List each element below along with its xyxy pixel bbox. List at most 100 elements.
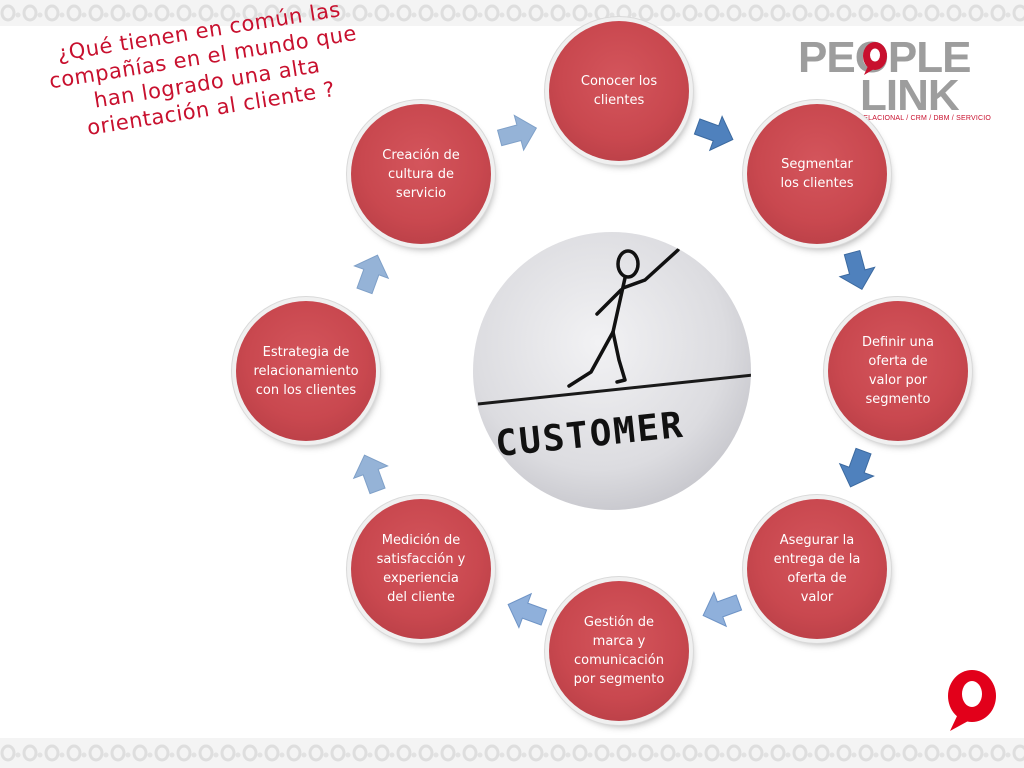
cycle-node-conocer: Conocer los clientes	[549, 21, 689, 161]
pattern-o-shape	[880, 744, 896, 762]
pattern-o-shape	[330, 4, 346, 22]
cycle-node-segmentar: Segmentar los clientes	[747, 104, 887, 244]
pattern-dot	[235, 12, 241, 18]
pattern-dot	[213, 12, 219, 18]
pattern-dot	[125, 12, 131, 18]
bottom-pattern-band	[0, 738, 1024, 768]
pattern-dot	[653, 752, 659, 758]
pattern-o-shape	[264, 744, 280, 762]
pattern-o-shape	[484, 744, 500, 762]
pattern-o-shape	[1012, 744, 1024, 762]
pattern-dot	[37, 752, 43, 758]
flow-arrow-gestion-to-medicion	[503, 588, 549, 634]
pattern-dot	[961, 12, 967, 18]
pattern-dot	[59, 12, 65, 18]
logo-red-o-icon	[863, 42, 887, 75]
pattern-strip	[0, 744, 1024, 762]
pattern-dot	[609, 12, 615, 18]
pattern-dot	[147, 752, 153, 758]
pattern-dot	[829, 752, 835, 758]
pattern-o-shape	[220, 4, 236, 22]
pattern-o-shape	[352, 744, 368, 762]
pattern-o-shape	[550, 4, 566, 22]
pattern-o-shape	[374, 4, 390, 22]
pattern-o-shape	[814, 744, 830, 762]
pattern-dot	[389, 12, 395, 18]
top-pattern-band	[0, 0, 1024, 26]
pattern-dot	[543, 752, 549, 758]
pattern-dot	[125, 752, 131, 758]
pattern-dot	[191, 12, 197, 18]
pattern-dot	[323, 752, 329, 758]
flow-arrow-medicion-to-estrategia	[348, 450, 394, 496]
pattern-dot	[301, 12, 307, 18]
logo-tagline: RELACIONAL / CRM / DBM / SERVICIO	[858, 115, 992, 122]
pattern-dot	[939, 752, 945, 758]
pattern-dot	[235, 752, 241, 758]
pattern-o-shape	[352, 4, 368, 22]
pattern-dot	[1005, 12, 1011, 18]
pattern-dot	[983, 12, 989, 18]
pattern-dot	[675, 12, 681, 18]
pattern-dot	[675, 752, 681, 758]
pattern-o-shape	[154, 4, 170, 22]
pattern-o-shape	[902, 4, 918, 22]
pattern-dot	[81, 12, 87, 18]
pattern-o-shape	[506, 4, 522, 22]
pattern-dot	[961, 752, 967, 758]
pattern-dot	[433, 752, 439, 758]
pattern-dot	[15, 752, 21, 758]
pattern-dot	[499, 752, 505, 758]
pattern-o-shape	[572, 744, 588, 762]
pattern-o-shape	[528, 744, 544, 762]
pattern-o-shape	[792, 4, 808, 22]
pattern-o-shape	[462, 4, 478, 22]
pattern-dot	[521, 12, 527, 18]
pattern-dot	[477, 12, 483, 18]
pattern-dot	[873, 12, 879, 18]
pattern-o-shape	[682, 4, 698, 22]
pattern-o-shape	[308, 4, 324, 22]
pattern-o-shape	[374, 744, 390, 762]
pattern-dot	[367, 752, 373, 758]
pattern-o-shape	[726, 744, 742, 762]
pattern-o-shape	[88, 4, 104, 22]
flow-arrow-creacion-to-conocer	[495, 110, 541, 156]
flow-arrow-conocer-to-segmentar	[692, 110, 738, 156]
pattern-dot	[279, 752, 285, 758]
pattern-o-shape	[858, 744, 874, 762]
pattern-dot	[59, 752, 65, 758]
pattern-o-shape	[66, 744, 82, 762]
flow-arrow-asegurar-to-gestion	[698, 586, 744, 632]
pattern-o-shape	[418, 4, 434, 22]
pattern-dot	[279, 12, 285, 18]
pattern-o-shape	[440, 744, 456, 762]
pattern-o-shape	[616, 4, 632, 22]
pattern-dot	[631, 12, 637, 18]
pattern-o-shape	[880, 4, 896, 22]
cycle-node-estrategia: Estrategia de relacionamiento con los cl…	[236, 301, 376, 441]
pattern-dot	[873, 752, 879, 758]
pattern-o-shape	[286, 744, 302, 762]
pattern-o-shape	[22, 4, 38, 22]
pattern-dot	[917, 752, 923, 758]
pattern-o-shape	[550, 744, 566, 762]
pattern-dot	[719, 752, 725, 758]
pattern-o-shape	[792, 744, 808, 762]
pattern-o-shape	[968, 744, 984, 762]
pattern-dot	[147, 12, 153, 18]
pattern-dot	[609, 752, 615, 758]
pattern-o-shape	[1012, 4, 1024, 22]
pattern-o-shape	[594, 4, 610, 22]
pattern-dot	[939, 12, 945, 18]
pattern-dot	[323, 12, 329, 18]
pattern-o-shape	[44, 4, 60, 22]
pattern-dot	[15, 12, 21, 18]
pattern-o-shape	[418, 744, 434, 762]
pattern-dot	[367, 12, 373, 18]
pattern-o-shape	[88, 744, 104, 762]
pattern-o-shape	[132, 4, 148, 22]
pattern-dot	[543, 12, 549, 18]
pattern-o-shape	[0, 4, 16, 22]
pattern-dot	[631, 752, 637, 758]
